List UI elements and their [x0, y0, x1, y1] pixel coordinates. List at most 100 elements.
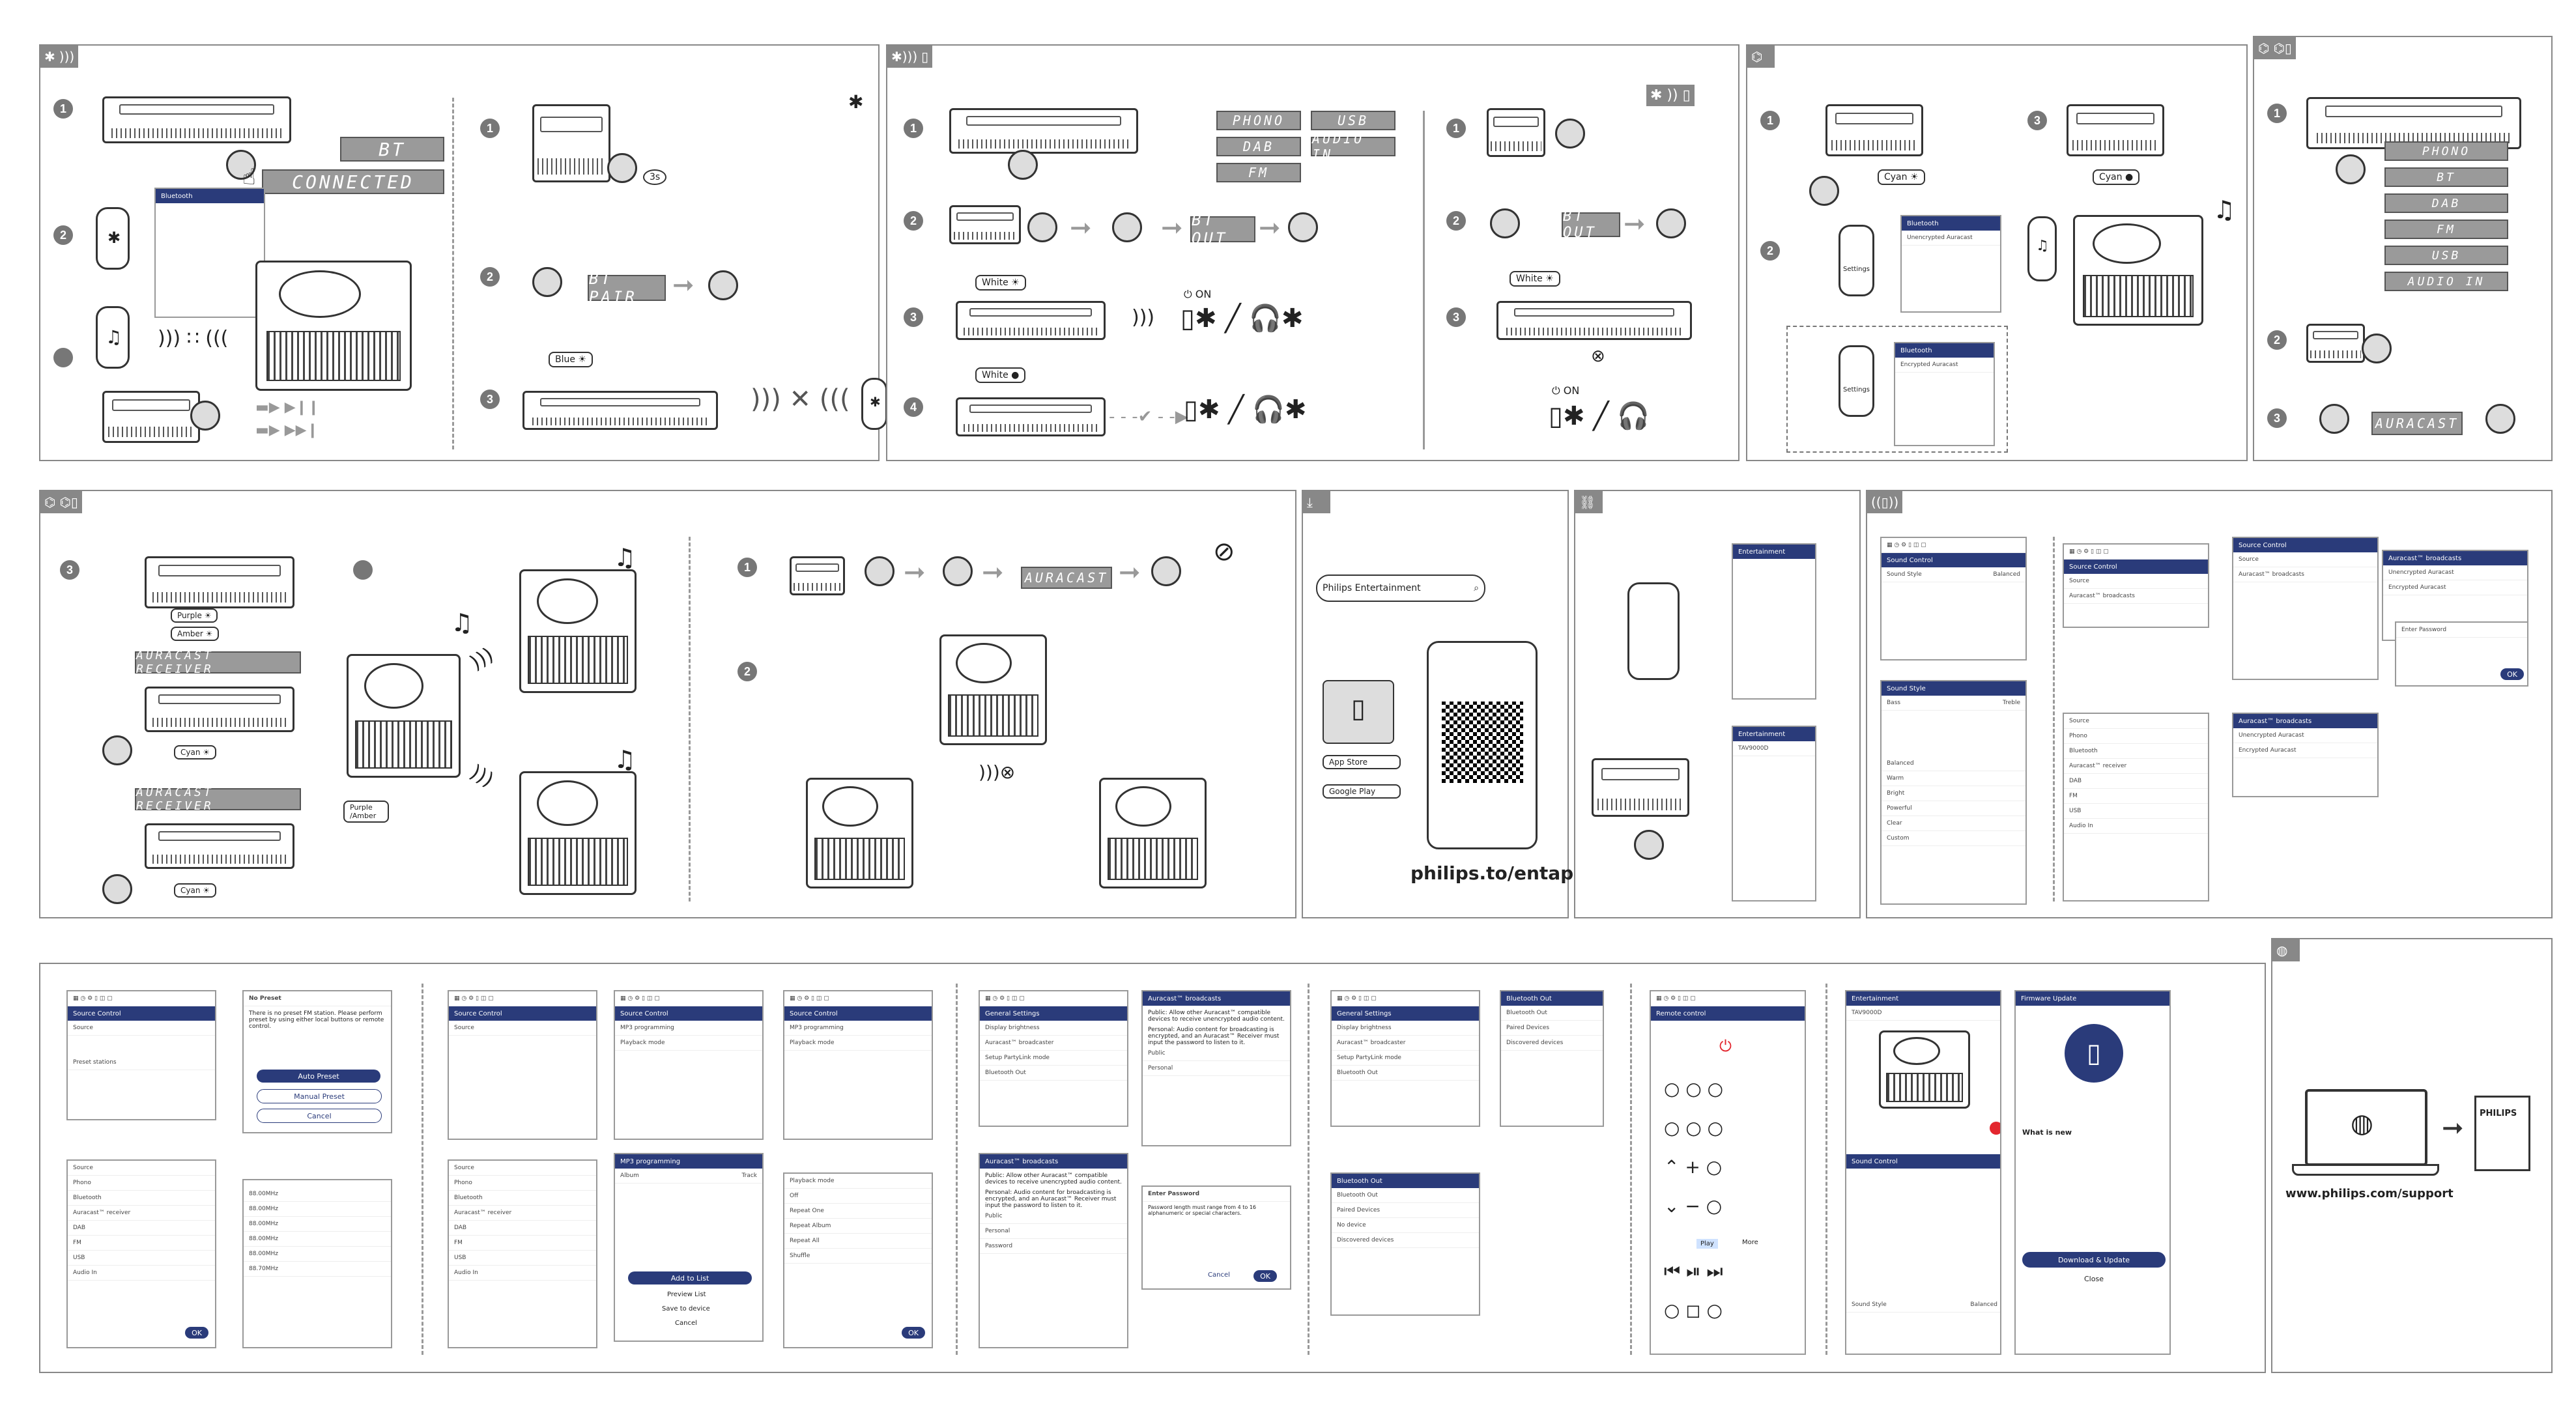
- mode-option[interactable]: Off: [784, 1189, 932, 1204]
- style-option[interactable]: Balanced: [1882, 756, 2025, 771]
- screen-row[interactable]: Unencrypted Auracast: [2383, 565, 2527, 580]
- screen-row[interactable]: Source: [2233, 552, 2377, 567]
- mode-option[interactable]: Repeat All: [784, 1234, 932, 1249]
- mode-option[interactable]: Shuffle: [784, 1249, 932, 1264]
- screen-header: Source: [449, 1161, 596, 1176]
- style-option[interactable]: Warm: [1882, 771, 2025, 786]
- source-option[interactable]: Auracast™ receiver: [449, 1206, 596, 1221]
- freq-item[interactable]: 88.00MHz: [244, 1202, 391, 1217]
- source-option[interactable]: Phono: [2064, 729, 2208, 744]
- source-option[interactable]: Bluetooth: [449, 1191, 596, 1206]
- freq-item[interactable]: 88.00MHz: [244, 1247, 391, 1262]
- power-icon[interactable]: ⏻: [1719, 1037, 1732, 1055]
- source-option[interactable]: Audio In: [68, 1266, 215, 1281]
- screen-row[interactable]: MP3 programming: [615, 1021, 762, 1036]
- source-option[interactable]: Audio In: [2064, 819, 2208, 834]
- auto-preset-button[interactable]: Auto Preset: [257, 1070, 380, 1083]
- source-option[interactable]: Phono: [449, 1176, 596, 1191]
- screen-row[interactable]: Setup PartyLink mode: [1332, 1051, 1479, 1066]
- source-option[interactable]: FM: [68, 1236, 215, 1251]
- freq-item[interactable]: 88.00MHz: [244, 1217, 391, 1232]
- source-option[interactable]: FM: [449, 1236, 596, 1251]
- google-play-badge[interactable]: Google Play: [1323, 784, 1401, 799]
- screen-row[interactable]: Bluetooth Out: [1501, 1006, 1603, 1021]
- turntable: [1879, 1030, 1970, 1109]
- screen-row[interactable]: Encrypted Auracast: [2233, 743, 2377, 758]
- source-option[interactable]: DAB: [449, 1221, 596, 1236]
- ok-button[interactable]: OK: [185, 1327, 208, 1339]
- style-option[interactable]: Custom: [1882, 831, 2025, 846]
- remote-buttons[interactable]: ○ ○ ○○ ○ ○⌃ + ○⌄ − ○: [1664, 1078, 1724, 1217]
- more-tab[interactable]: More: [1742, 1239, 1758, 1246]
- screen-row[interactable]: Source: [2064, 574, 2208, 589]
- option-public[interactable]: Public: [980, 1209, 1127, 1224]
- download-update-button[interactable]: Download & Update: [2022, 1252, 2166, 1268]
- tab-row: ▦ ◷ ⚙ ▯ ◫ ▢: [1882, 538, 2025, 553]
- ok-button[interactable]: OK: [2500, 668, 2524, 680]
- screen-row[interactable]: Playback mode: [784, 1036, 932, 1051]
- option-personal[interactable]: Personal: [980, 1224, 1127, 1239]
- screen-row[interactable]: Setup PartyLink mode: [980, 1051, 1127, 1066]
- close-link[interactable]: Close: [2084, 1275, 2104, 1283]
- ok-button[interactable]: OK: [902, 1327, 925, 1339]
- screen-row[interactable]: Unencrypted Auracast: [2233, 728, 2377, 743]
- option-personal[interactable]: Personal: [1143, 1061, 1290, 1076]
- option-public[interactable]: Public: [1143, 1046, 1290, 1061]
- source-option[interactable]: Phono: [68, 1176, 215, 1191]
- cancel-link[interactable]: Cancel: [1208, 1271, 1230, 1279]
- style-option[interactable]: Clear: [1882, 816, 2025, 831]
- screen-header: Source Control: [2233, 538, 2377, 552]
- source-option[interactable]: Bluetooth: [68, 1191, 215, 1206]
- screen-row[interactable]: Source: [449, 1021, 596, 1036]
- password-row[interactable]: Password: [980, 1239, 1127, 1254]
- save-to-device-link[interactable]: Save to device: [662, 1305, 710, 1313]
- preview-list-link[interactable]: Preview List: [667, 1291, 706, 1298]
- source-option[interactable]: Audio In: [449, 1266, 596, 1281]
- lcd-auracast: AURACAST: [2371, 412, 2463, 435]
- mode-option[interactable]: Repeat Album: [784, 1219, 932, 1234]
- knob: [1112, 212, 1142, 242]
- source-option[interactable]: DAB: [2064, 774, 2208, 789]
- screen-row[interactable]: Bluetooth Out: [980, 1066, 1127, 1081]
- add-to-list-button[interactable]: Add to List: [628, 1271, 752, 1284]
- screen-row[interactable]: Display brightness: [980, 1021, 1127, 1036]
- app-store-badge[interactable]: App Store: [1323, 755, 1401, 769]
- screen-row[interactable]: Display brightness: [1332, 1021, 1479, 1036]
- step-number: 3: [2267, 408, 2287, 428]
- freq-item[interactable]: 88.70MHz: [244, 1262, 391, 1277]
- transport-buttons[interactable]: ⏮ ⏯ ⏭○ ◻ ○: [1664, 1260, 1723, 1321]
- source-option[interactable]: FM: [2064, 789, 2208, 804]
- source-option[interactable]: USB: [2064, 804, 2208, 819]
- source-option[interactable]: Auracast™ receiver: [2064, 759, 2208, 774]
- ok-button[interactable]: OK: [1253, 1270, 1277, 1282]
- source-option[interactable]: DAB: [68, 1221, 215, 1236]
- screen-row[interactable]: Preset stations: [68, 1055, 215, 1070]
- speaker-grill: [266, 330, 401, 382]
- source-option[interactable]: USB: [449, 1251, 596, 1266]
- screen-row[interactable]: Source: [68, 1021, 215, 1036]
- speaker-headphone-icon: ▯✱ ╱ 🎧: [1549, 401, 1650, 431]
- manual-preset-button[interactable]: Manual Preset: [257, 1089, 382, 1103]
- cancel-link[interactable]: Cancel: [675, 1320, 697, 1327]
- screen-row[interactable]: Auracast™ broadcasts: [2233, 567, 2377, 582]
- screen-row[interactable]: Auracast™ broadcaster: [980, 1036, 1127, 1051]
- mode-option[interactable]: Repeat One: [784, 1204, 932, 1219]
- source-option[interactable]: USB: [68, 1251, 215, 1266]
- screen-row[interactable]: Bluetooth Out: [1332, 1066, 1479, 1081]
- screen-row[interactable]: MP3 programming: [784, 1021, 932, 1036]
- source-option[interactable]: Auracast™ receiver: [68, 1206, 215, 1221]
- bluetooth-icon: ✱: [870, 394, 881, 410]
- screen-row[interactable]: Auracast™ broadcasts: [2064, 589, 2208, 604]
- screen-row[interactable]: Bluetooth Out: [1332, 1188, 1479, 1203]
- freq-item[interactable]: 88.00MHz: [244, 1187, 391, 1202]
- cancel-button[interactable]: Cancel: [257, 1109, 382, 1123]
- source-option[interactable]: Bluetooth: [2064, 744, 2208, 759]
- style-option[interactable]: Powerful: [1882, 801, 2025, 816]
- screen-row[interactable]: Playback mode: [615, 1036, 762, 1051]
- screen-row[interactable]: Encrypted Auracast: [2383, 580, 2527, 595]
- style-option[interactable]: Bright: [1882, 786, 2025, 801]
- screen-row[interactable]: Auracast™ broadcaster: [1332, 1036, 1479, 1051]
- freq-item[interactable]: 88.00MHz: [244, 1232, 391, 1247]
- play-tab[interactable]: Play: [1696, 1239, 1718, 1249]
